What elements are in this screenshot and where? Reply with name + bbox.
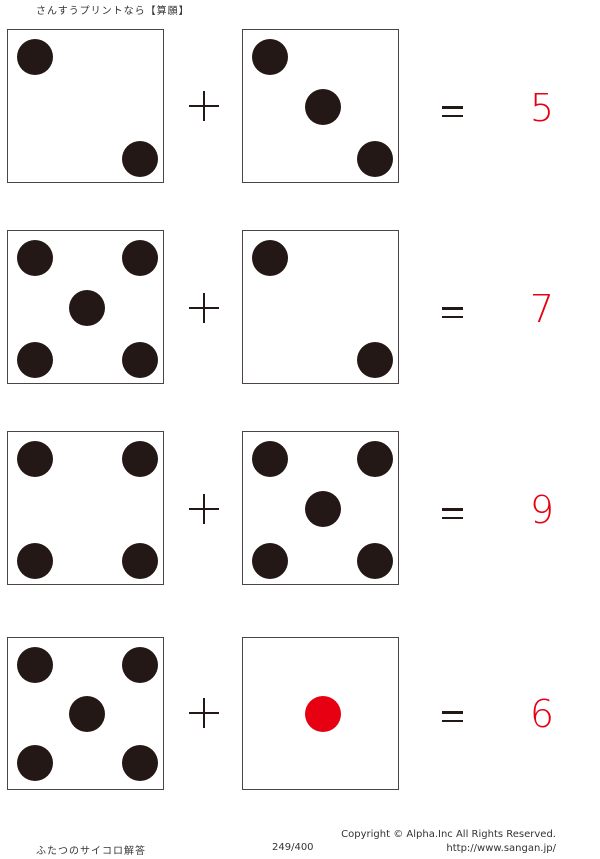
pip <box>17 240 53 276</box>
page-number: 249/400 <box>272 842 314 853</box>
pip <box>252 39 288 75</box>
pip <box>357 543 393 579</box>
pip <box>17 745 53 781</box>
pip <box>305 491 341 527</box>
plus-icon <box>189 91 219 121</box>
answer-value: 6 <box>529 692 555 736</box>
die-right-three <box>242 29 399 183</box>
pip <box>122 745 158 781</box>
plus-icon <box>189 494 219 524</box>
pip <box>17 647 53 683</box>
pip <box>69 696 105 732</box>
pip <box>252 543 288 579</box>
copyright-notice: Copyright © Alpha.Inc All Rights Reserve… <box>341 829 556 840</box>
site-url: http://www.sangan.jp/ <box>446 843 556 854</box>
pip <box>122 543 158 579</box>
equals-icon <box>442 307 463 318</box>
die-right-one <box>242 637 399 790</box>
pip <box>252 240 288 276</box>
site-header: さんすうプリントなら【算願】 <box>36 6 190 17</box>
plus-icon <box>189 293 219 323</box>
pip <box>357 141 393 177</box>
pip <box>122 342 158 378</box>
pip <box>357 342 393 378</box>
plus-icon <box>189 698 219 728</box>
pip <box>17 543 53 579</box>
pip-highlighted <box>305 696 341 732</box>
die-right-two <box>242 230 399 384</box>
pip <box>122 441 158 477</box>
pip <box>17 39 53 75</box>
die-left-five <box>7 230 164 384</box>
pip <box>305 89 341 125</box>
equals-icon <box>442 711 463 722</box>
answer-value: 7 <box>529 287 555 331</box>
pip <box>122 647 158 683</box>
equals-icon <box>442 508 463 519</box>
pip <box>122 141 158 177</box>
answer-value: 5 <box>529 86 555 130</box>
pip <box>252 441 288 477</box>
die-left-four <box>7 431 164 585</box>
worksheet-title: ふたつのサイコロ解答 <box>36 846 146 857</box>
pip <box>69 290 105 326</box>
pip <box>357 441 393 477</box>
pip <box>17 342 53 378</box>
pip <box>17 441 53 477</box>
die-right-five <box>242 431 399 585</box>
die-left-two <box>7 29 164 183</box>
die-left-five <box>7 637 164 790</box>
equals-icon <box>442 106 463 117</box>
pip <box>122 240 158 276</box>
answer-value: 9 <box>529 488 555 532</box>
